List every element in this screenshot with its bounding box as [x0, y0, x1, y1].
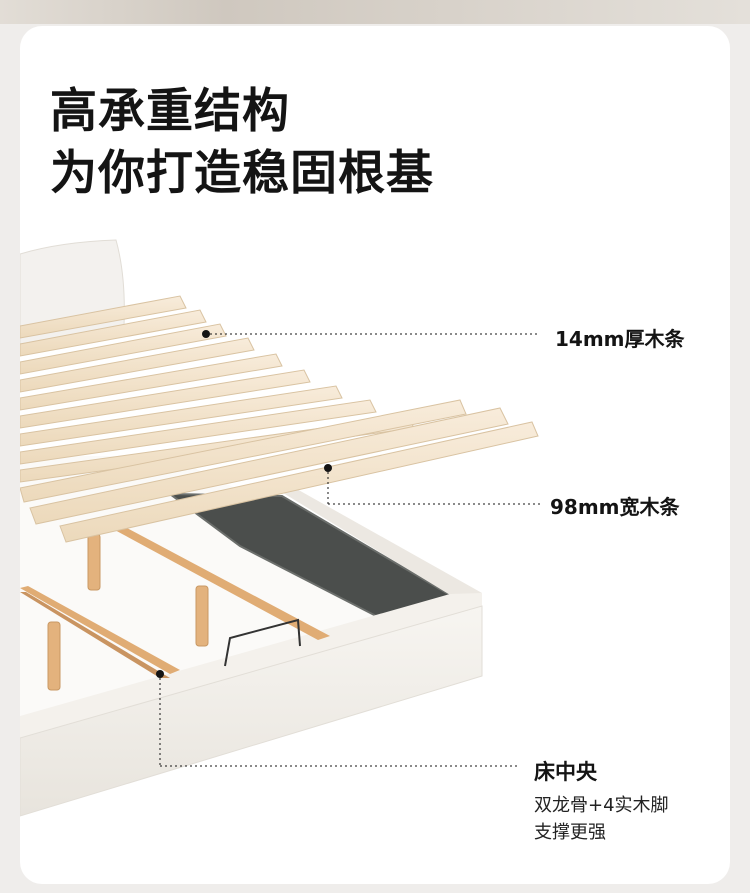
callout-slat-thickness: 14mm厚木条 — [555, 327, 685, 351]
callout-slat-width: 98mm宽木条 — [550, 495, 680, 519]
title-line-2: 为你打造稳固根基 — [50, 146, 434, 201]
callout-center-support: 床中央 双龙骨+4实木脚 支撑更强 — [534, 756, 669, 846]
center-beam-3 — [20, 592, 170, 678]
frame-front-rail-face — [20, 605, 483, 817]
center-support-line-2: 支撑更强 — [534, 822, 606, 843]
frame-right-rail — [275, 488, 482, 601]
title-line-1: 高承重结构 — [50, 84, 290, 139]
center-support-line-1: 双龙骨+4实木脚 — [534, 795, 669, 816]
callout-line-width — [324, 464, 540, 505]
page-title: 高承重结构 为你打造稳固根基 — [50, 81, 434, 205]
bed-slats — [20, 295, 539, 543]
top-photo-strip — [0, 0, 750, 24]
frame-front-rail-top — [20, 593, 482, 738]
callout-line-thickness — [202, 330, 540, 338]
center-beam-2 — [100, 520, 330, 640]
callout-line-center — [156, 670, 520, 767]
metal-bracket — [224, 618, 301, 667]
bed-frame-illustration — [20, 239, 540, 817]
product-card: 高承重结构 为你打造稳固根基 — [20, 26, 730, 884]
center-beam-1 — [20, 586, 180, 674]
center-support-title: 床中央 — [534, 760, 597, 784]
support-legs — [47, 533, 209, 691]
